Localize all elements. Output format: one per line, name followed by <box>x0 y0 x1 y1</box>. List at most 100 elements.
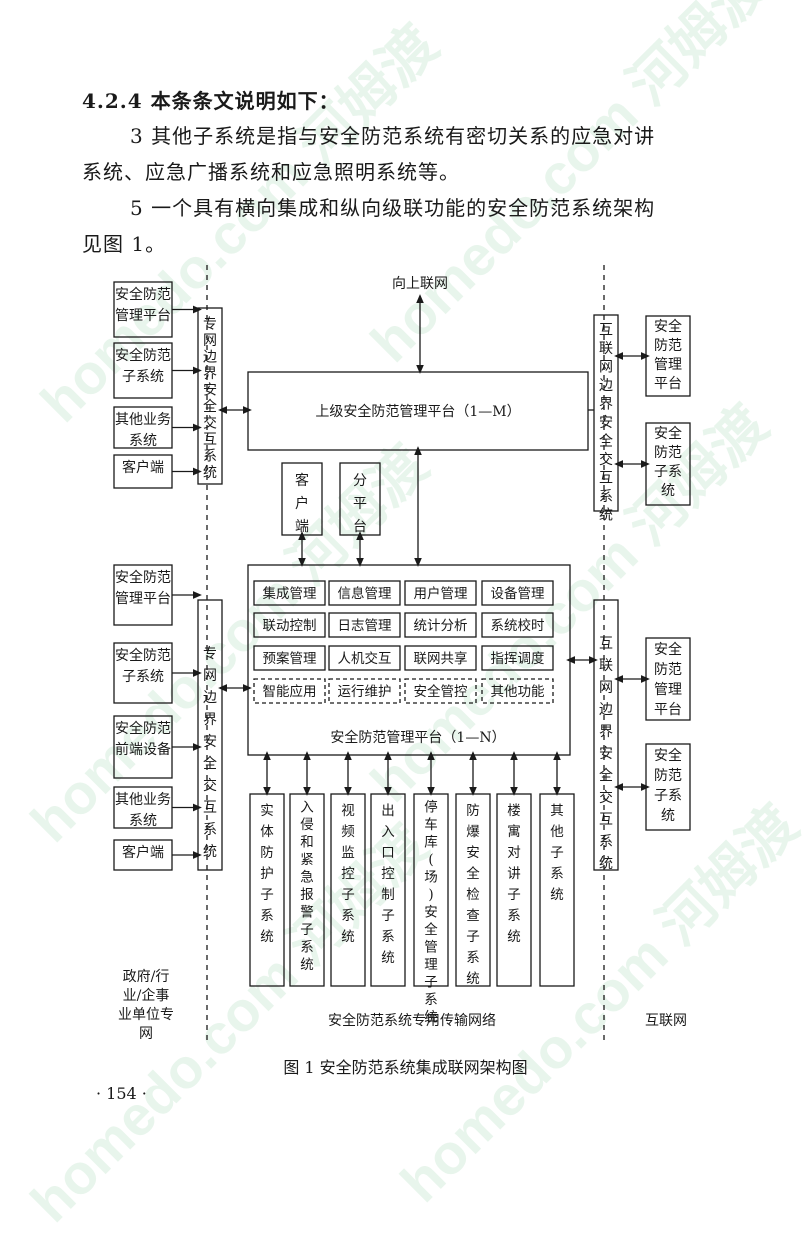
subsystem-label: 全 <box>424 921 438 938</box>
subsystem-label: 库 <box>424 835 438 851</box>
function-label: 联网共享 <box>414 650 468 667</box>
function-label: 用户管理 <box>414 585 468 602</box>
function-label: 人机交互 <box>338 650 392 667</box>
function-box <box>481 645 554 671</box>
subsystem-label: 护 <box>260 866 274 882</box>
left-top-gateway-label: 界 <box>203 366 217 382</box>
subsystem-label: 系 <box>341 908 355 924</box>
left-bottom-item-label: 其他业务 <box>115 792 171 808</box>
page-number: · 154 · <box>96 1084 147 1103</box>
right-bottom-gateway-label: 系 <box>599 834 613 850</box>
right-bottom-gateway-box <box>593 599 619 871</box>
right-top-gateway-label: 边 <box>599 378 613 394</box>
left-top-item-label: 子系统 <box>122 369 164 385</box>
subsystem-label: 视 <box>341 803 355 819</box>
left-bottom-gateway-label: 安 <box>203 734 217 750</box>
right-bottom-item-label: 防范 <box>654 661 682 678</box>
function-label: 联动控制 <box>263 618 317 634</box>
left-bottom-item-label: 客户端 <box>122 844 164 861</box>
subsystem-label: 楼 <box>507 803 521 819</box>
subsystem-label: 系 <box>424 992 438 1008</box>
section-heading: 4.2.4 本条条文说明如下： <box>82 89 340 113</box>
left-bottom-item-label: 安全防范 <box>115 569 171 586</box>
right-bottom-gateway-label: 界 <box>599 724 613 740</box>
subsystem-label: 子 <box>550 845 564 861</box>
right-top-gateway-label: 网 <box>599 360 613 376</box>
subsystem-label: 统 <box>260 929 274 945</box>
subsystem-label: 和 <box>300 835 314 851</box>
right-bottom-gateway-label: 统 <box>599 856 613 872</box>
subsystem-label: 出 <box>381 803 395 819</box>
function-box <box>253 678 326 704</box>
subsystem-label: 统 <box>300 957 314 973</box>
subsystem-label: 口 <box>381 845 395 861</box>
subsystem-label: 防 <box>260 845 274 861</box>
subsystem-label: 场 <box>424 870 438 886</box>
function-label: 运行维护 <box>338 684 392 700</box>
subsystem-label: 子 <box>466 929 480 945</box>
right-bottom-gateway-label: 安 <box>599 746 613 762</box>
right-top-item-label: 安全 <box>654 425 682 442</box>
left-bottom-gateway-label: 边 <box>203 690 217 706</box>
subsystem-box <box>289 793 325 987</box>
subsystem-label: 体 <box>260 824 274 840</box>
architecture-diagram: 向上联网上级安全防范管理平台（1—M）客户端分平台集成管理信息管理用户管理设备管… <box>113 265 691 1045</box>
client-label: 端 <box>295 519 309 535</box>
subsystem-label: 统 <box>507 929 521 945</box>
left-bottom-gateway-label: 互 <box>203 800 217 816</box>
left-bottom-item-label: 前端设备 <box>115 741 171 758</box>
left-top-gateway-box <box>197 307 223 485</box>
main-platform-label: 安全防范管理平台（1—N） <box>330 729 505 746</box>
right-bottom-gateway-label: 网 <box>599 680 613 696</box>
right-top-gateway-label: 统 <box>599 508 613 524</box>
function-box <box>253 580 326 606</box>
function-label: 系统校时 <box>491 617 545 634</box>
sub-platform-label: 分 <box>353 473 367 489</box>
subsystem-box <box>539 793 575 987</box>
subsystem-label: 系 <box>381 929 395 945</box>
paragraph-line: 系统、应急广播系统和应急照明系统等。 <box>82 160 460 184</box>
left-top-gateway-label: 网 <box>203 333 217 349</box>
function-label: 智能应用 <box>263 683 317 700</box>
left-top-item-label: 管理平台 <box>115 308 171 324</box>
right-bottom-item-label: 子系 <box>654 788 682 804</box>
right-bottom-gateway-label: 联 <box>599 658 613 674</box>
sub-platform-label: 平 <box>353 496 367 512</box>
subsystem-label: ) <box>428 887 433 903</box>
subsystem-label: 统 <box>466 971 480 987</box>
subsystem-label: 监 <box>341 845 355 861</box>
paragraph-line: 3 其他子系统是指与安全防范系统有密切关系的应急对讲 <box>130 124 656 148</box>
subsystem-label: 警 <box>300 905 314 921</box>
subsystem-label: 对 <box>507 845 521 861</box>
client-label: 户 <box>295 495 309 512</box>
left-bottom-gateway-label: 系 <box>203 822 217 838</box>
figure-caption: 图 1 安全防范系统集成联网架构图 <box>283 1058 528 1077</box>
right-bottom-item-label: 管理 <box>654 682 682 698</box>
subsystem-label: 检 <box>466 887 480 903</box>
function-box <box>404 580 477 606</box>
subsystem-label: 紧 <box>300 852 314 868</box>
left-zone-label: 业/企事 <box>123 987 170 1004</box>
left-bottom-item-label: 安全防范 <box>115 720 171 737</box>
subsystem-label: 报 <box>300 887 314 903</box>
subsystem-label: 安 <box>424 905 438 921</box>
function-box <box>253 612 326 638</box>
subsystem-label: 制 <box>381 887 395 903</box>
function-box <box>328 580 401 606</box>
subsystem-label: 入 <box>300 800 314 816</box>
right-bottom-gateway-label: 交 <box>599 789 613 806</box>
subsystem-box <box>413 793 449 987</box>
right-top-item-label: 防范 <box>654 444 682 461</box>
paragraph-line: 见图 1。 <box>82 232 167 256</box>
subsystem-label: 控 <box>381 866 395 882</box>
sub-platform-label: 台 <box>353 519 367 535</box>
subsystem-label: 管 <box>424 940 438 956</box>
subsystem-box <box>330 793 366 987</box>
subsystem-label: 系 <box>550 866 564 882</box>
right-bottom-item-label: 平台 <box>654 702 682 718</box>
right-bottom-gateway-label: 全 <box>599 767 613 784</box>
right-top-gateway-label: 联 <box>599 341 613 357</box>
left-zone-label: 业单位专 <box>118 1007 174 1023</box>
subsystem-label: 系 <box>300 940 314 956</box>
subsystem-box <box>496 793 532 987</box>
